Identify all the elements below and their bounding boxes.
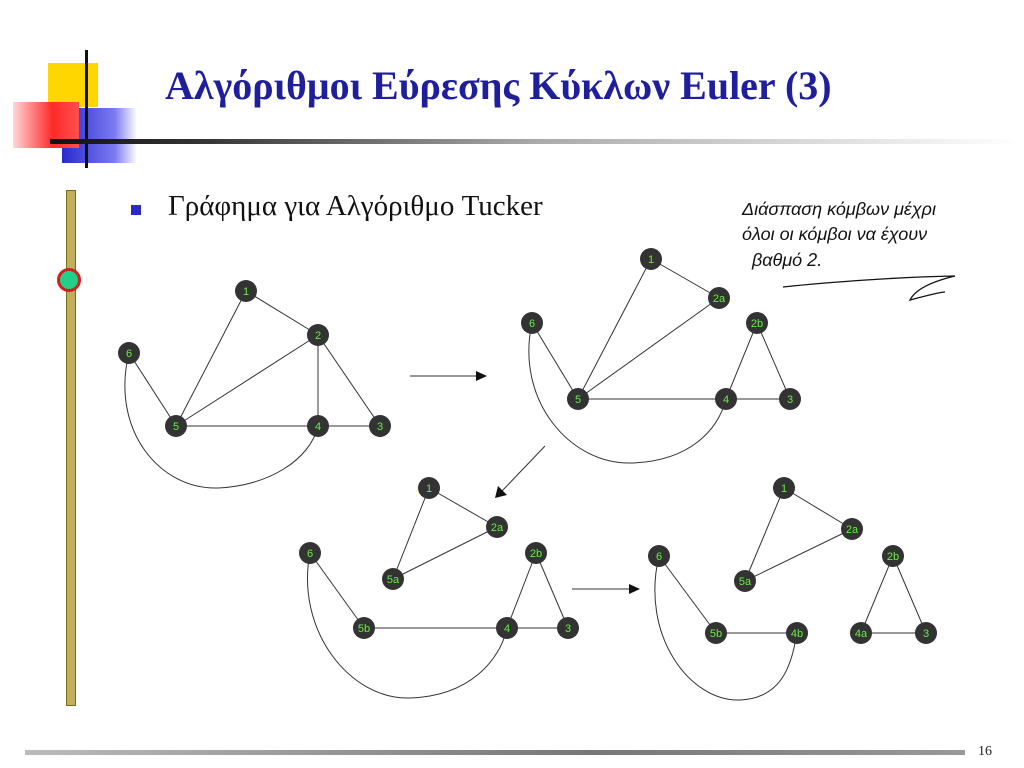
svg-text:5a: 5a (387, 574, 400, 586)
handwritten-underline-stroke (782, 275, 956, 302)
graph-node: 5 (567, 388, 589, 410)
graph-node: 2a (708, 287, 730, 309)
graph-node: 3 (779, 388, 801, 410)
graph-node: 2a (841, 518, 863, 540)
svg-text:3: 3 (565, 623, 571, 635)
deco-yellow-square (48, 63, 98, 107)
graph-node: 2 (307, 324, 329, 346)
arrow-right-1-head (476, 371, 487, 381)
side-bar (66, 190, 76, 706)
svg-text:2b: 2b (887, 551, 899, 563)
svg-text:5b: 5b (710, 628, 722, 640)
svg-text:4: 4 (504, 623, 510, 635)
svg-text:6: 6 (126, 348, 132, 360)
graph-node: 4a (850, 622, 872, 644)
graph-node: 5 (165, 415, 187, 437)
svg-text:3: 3 (923, 628, 929, 640)
svg-text:4: 4 (315, 421, 321, 433)
graph-2: 1 2a 2b 3 4 5 6 (521, 248, 801, 410)
handwritten-note-line-1: Διάσπαση κόμβων μέχρι (741, 199, 936, 219)
graph-node: 2b (882, 545, 904, 567)
graph-node: 5a (734, 570, 756, 592)
graph-node: 3 (369, 415, 391, 437)
bullet-text: Γράφημα για Αλγόριθμο Tucker (168, 190, 543, 222)
arrow-right-2-head (629, 584, 640, 594)
svg-text:5: 5 (575, 394, 581, 406)
svg-text:6: 6 (307, 548, 313, 560)
slide-title: Αλγόριθμοι Εύρεσης Κύκλων Euler (3) (165, 63, 832, 108)
svg-text:5: 5 (173, 421, 179, 433)
graph-node: 5a (382, 568, 404, 590)
graph-node: 2a (486, 516, 508, 538)
page-number: 16 (978, 744, 992, 759)
svg-text:4: 4 (723, 394, 729, 406)
svg-text:2b: 2b (530, 548, 542, 560)
graph-node: 1 (773, 477, 795, 499)
graph-node: 6 (299, 542, 321, 564)
svg-text:1: 1 (426, 483, 432, 495)
svg-text:3: 3 (787, 394, 793, 406)
graph-node: 4b (786, 622, 808, 644)
deco-vertical-line (85, 50, 88, 168)
svg-text:1: 1 (648, 254, 654, 266)
graph-node: 1 (640, 248, 662, 270)
svg-text:4b: 4b (791, 628, 803, 640)
graph-node: 3 (915, 622, 937, 644)
graph-4: 1 2a 2b 3 4a 4b 5a 5b 6 (648, 477, 937, 644)
graph-node: 1 (235, 280, 257, 302)
graph-node: 4 (307, 415, 329, 437)
graph-node: 1 (418, 477, 440, 499)
svg-text:2b: 2b (751, 318, 763, 330)
handwritten-note-line-2: όλοι οι κόμβοι να έχουν (742, 224, 927, 244)
graph-node: 2b (525, 542, 547, 564)
handwritten-note-line-3: βαθμό 2. (751, 250, 822, 270)
graph-node: 4 (715, 388, 737, 410)
svg-text:1: 1 (781, 483, 787, 495)
svg-text:1: 1 (243, 286, 249, 298)
title-underline (50, 139, 1024, 144)
footer-line (25, 750, 965, 755)
graph-node: 3 (557, 617, 579, 639)
arrow-down-left-head (495, 486, 507, 498)
graph-node: 2b (746, 312, 768, 334)
graph-node: 5b (353, 617, 375, 639)
svg-text:2a: 2a (846, 524, 859, 536)
svg-text:5a: 5a (739, 576, 752, 588)
graph-node: 5b (705, 622, 727, 644)
graph-1: 1 2 3 4 5 6 (118, 280, 391, 437)
bullet-marker (131, 205, 141, 215)
svg-text:5b: 5b (358, 623, 370, 635)
graph-node: 6 (118, 342, 140, 364)
graph-3: 1 2a 2b 3 4 5a 5b 6 (299, 477, 579, 639)
svg-text:2: 2 (315, 330, 321, 342)
svg-text:3: 3 (377, 421, 383, 433)
svg-text:2a: 2a (713, 293, 726, 305)
svg-text:2a: 2a (491, 522, 504, 534)
graph-node: 6 (648, 545, 670, 567)
svg-text:6: 6 (529, 318, 535, 330)
svg-text:6: 6 (656, 551, 662, 563)
graph-node: 4 (496, 617, 518, 639)
graph-node: 6 (521, 312, 543, 334)
svg-text:4a: 4a (855, 628, 868, 640)
side-bar-knob (57, 268, 81, 292)
